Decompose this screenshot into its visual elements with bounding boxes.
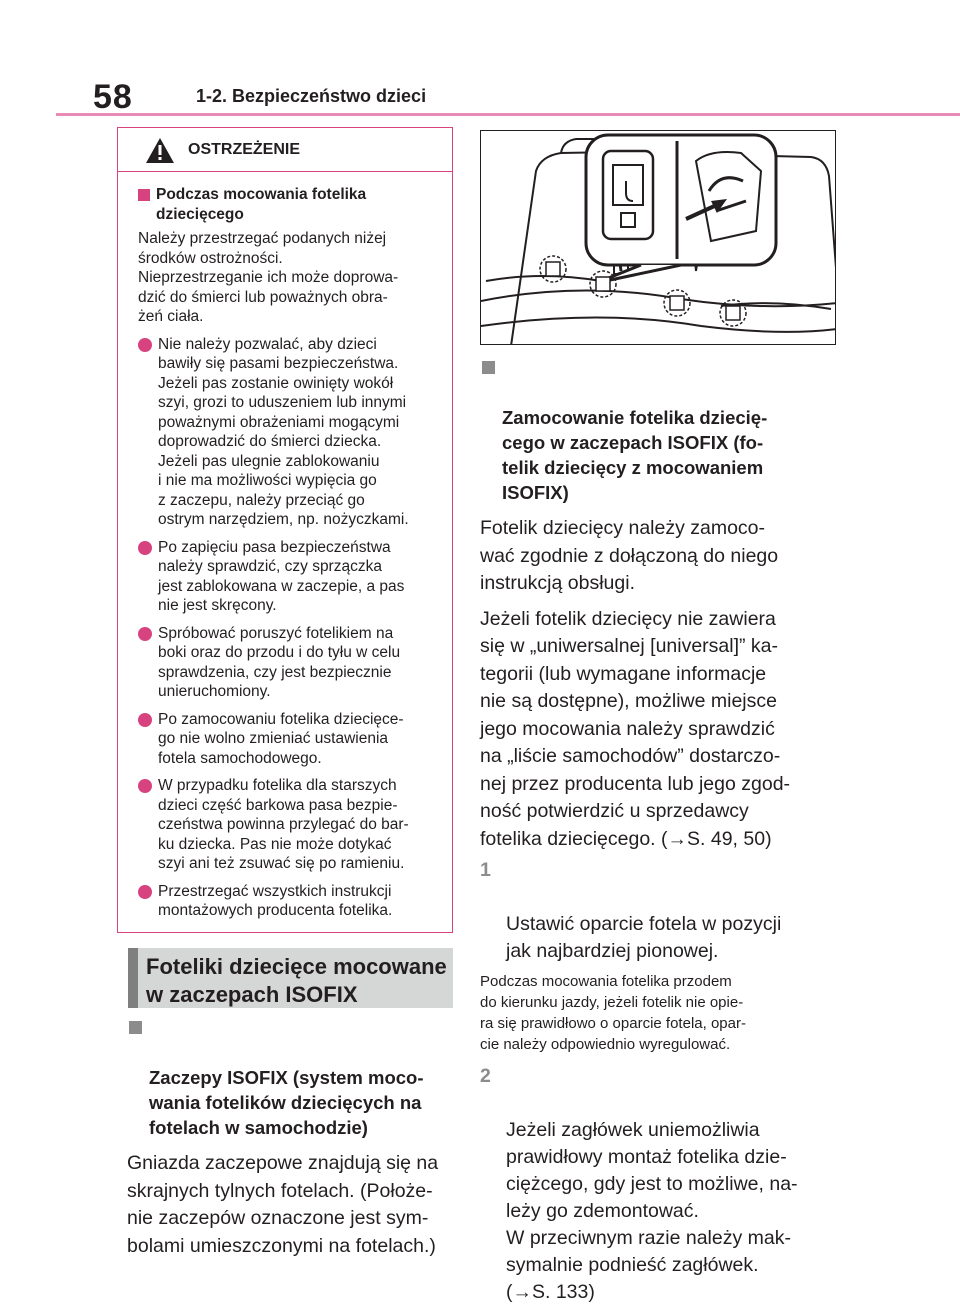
square-bullet-icon — [129, 1021, 142, 1034]
left-column: Zaczepy ISOFIX (system moco- wania fotel… — [127, 1015, 457, 1260]
step-note: Podczas mocowania fotelika przodem do ki… — [480, 973, 746, 1053]
right-column: Zamocowanie fotelika dziecię- cego w zac… — [480, 355, 840, 1306]
header-rule — [56, 113, 960, 116]
anchors-paragraph: Gniazda zaczepowe znajdują się na skrajn… — [127, 1152, 439, 1257]
step-number: 1 — [480, 859, 491, 881]
page-number: 58 — [93, 78, 133, 116]
warning-item-text: Przestrzegać wszystkich instrukcji monta… — [158, 882, 393, 920]
subheading-text: Zamocowanie fotelika dziecię- cego w zac… — [502, 407, 768, 503]
subheading-text: Zaczepy ISOFIX (system moco- wania fotel… — [149, 1067, 424, 1138]
square-bullet-icon — [482, 361, 495, 374]
isofix-section-heading: Foteliki dziecięce mocowane w zaczepach … — [128, 948, 453, 1008]
warning-item-text: Po zamocowaniu fotelika dziecięce- go ni… — [158, 710, 404, 767]
warning-item-text: W przypadku fotelika dla starszych dziec… — [158, 777, 409, 872]
warning-item: Nie należy pozwalać, aby dzieci bawiły s… — [138, 335, 440, 530]
square-bullet-icon — [138, 189, 150, 201]
step-text: Ustawić oparcie fotela w pozycji jak naj… — [506, 913, 782, 962]
circle-bullet-icon — [138, 779, 152, 793]
warning-header: OSTRZEŻENIE — [118, 128, 452, 172]
warning-item: W przypadku fotelika dla starszych dziec… — [138, 776, 440, 874]
circle-bullet-icon — [138, 884, 152, 899]
warning-box: OSTRZEŻENIE Podczas mocowania fotelika d… — [117, 127, 453, 933]
warning-item-text: Spróbować poruszyć fotelikiem na boki or… — [158, 624, 401, 701]
isofix-install-subheading: Zamocowanie fotelika dziecię- cego w zac… — [480, 355, 840, 505]
warning-intro: Należy przestrzegać podanych niżej środk… — [138, 230, 399, 325]
warning-triangle-icon — [146, 138, 174, 163]
install-paragraph-1: Fotelik dziecięcy należy zamoco- wać zgo… — [480, 517, 779, 594]
step-2: 2 Jeżeli zagłówek uniemożliwia prawidłow… — [480, 1063, 840, 1306]
warning-item: Po zapięciu pasa bezpieczeństwa należy s… — [138, 538, 440, 616]
warning-subheading-text: Podczas mocowania fotelika dziecięcego — [156, 186, 367, 223]
step-text: Jeżeli zagłówek uniemożliwia prawidłowy … — [506, 1119, 798, 1303]
isofix-seat-illustration — [480, 130, 836, 345]
step-number: 2 — [480, 1065, 491, 1087]
circle-bullet-icon — [138, 337, 152, 352]
warning-subheading: Podczas mocowania fotelika dziecięcego — [138, 185, 440, 224]
warning-item-text: Nie należy pozwalać, aby dzieci bawiły s… — [158, 335, 409, 529]
section-title: 1-2. Bezpieczeństwo dzieci — [196, 86, 427, 106]
warning-label: OSTRZEŻENIE — [188, 141, 301, 158]
install-paragraph-2: Jeżeli fotelik dziecięcy nie zawiera się… — [480, 607, 791, 850]
warning-item: Przestrzegać wszystkich instrukcji monta… — [138, 882, 440, 921]
warning-item: Po zamocowaniu fotelika dziecięce- go ni… — [138, 710, 440, 769]
warning-body: Podczas mocowania fotelika dziecięcego N… — [118, 172, 452, 921]
circle-bullet-icon — [138, 626, 152, 641]
page-header: 58 1-2. Bezpieczeństwo dzieci — [0, 0, 960, 120]
step-1: 1 Ustawić oparcie fotela w pozycji jak n… — [480, 857, 840, 965]
seat-drawing — [481, 133, 835, 344]
warning-item: Spróbować poruszyć fotelikiem na boki or… — [138, 624, 440, 702]
circle-bullet-icon — [138, 712, 152, 727]
circle-bullet-icon — [138, 540, 152, 555]
warning-item-text: Po zapięciu pasa bezpieczeństwa należy s… — [158, 538, 405, 615]
isofix-anchors-subheading: Zaczepy ISOFIX (system moco- wania fotel… — [127, 1015, 457, 1140]
